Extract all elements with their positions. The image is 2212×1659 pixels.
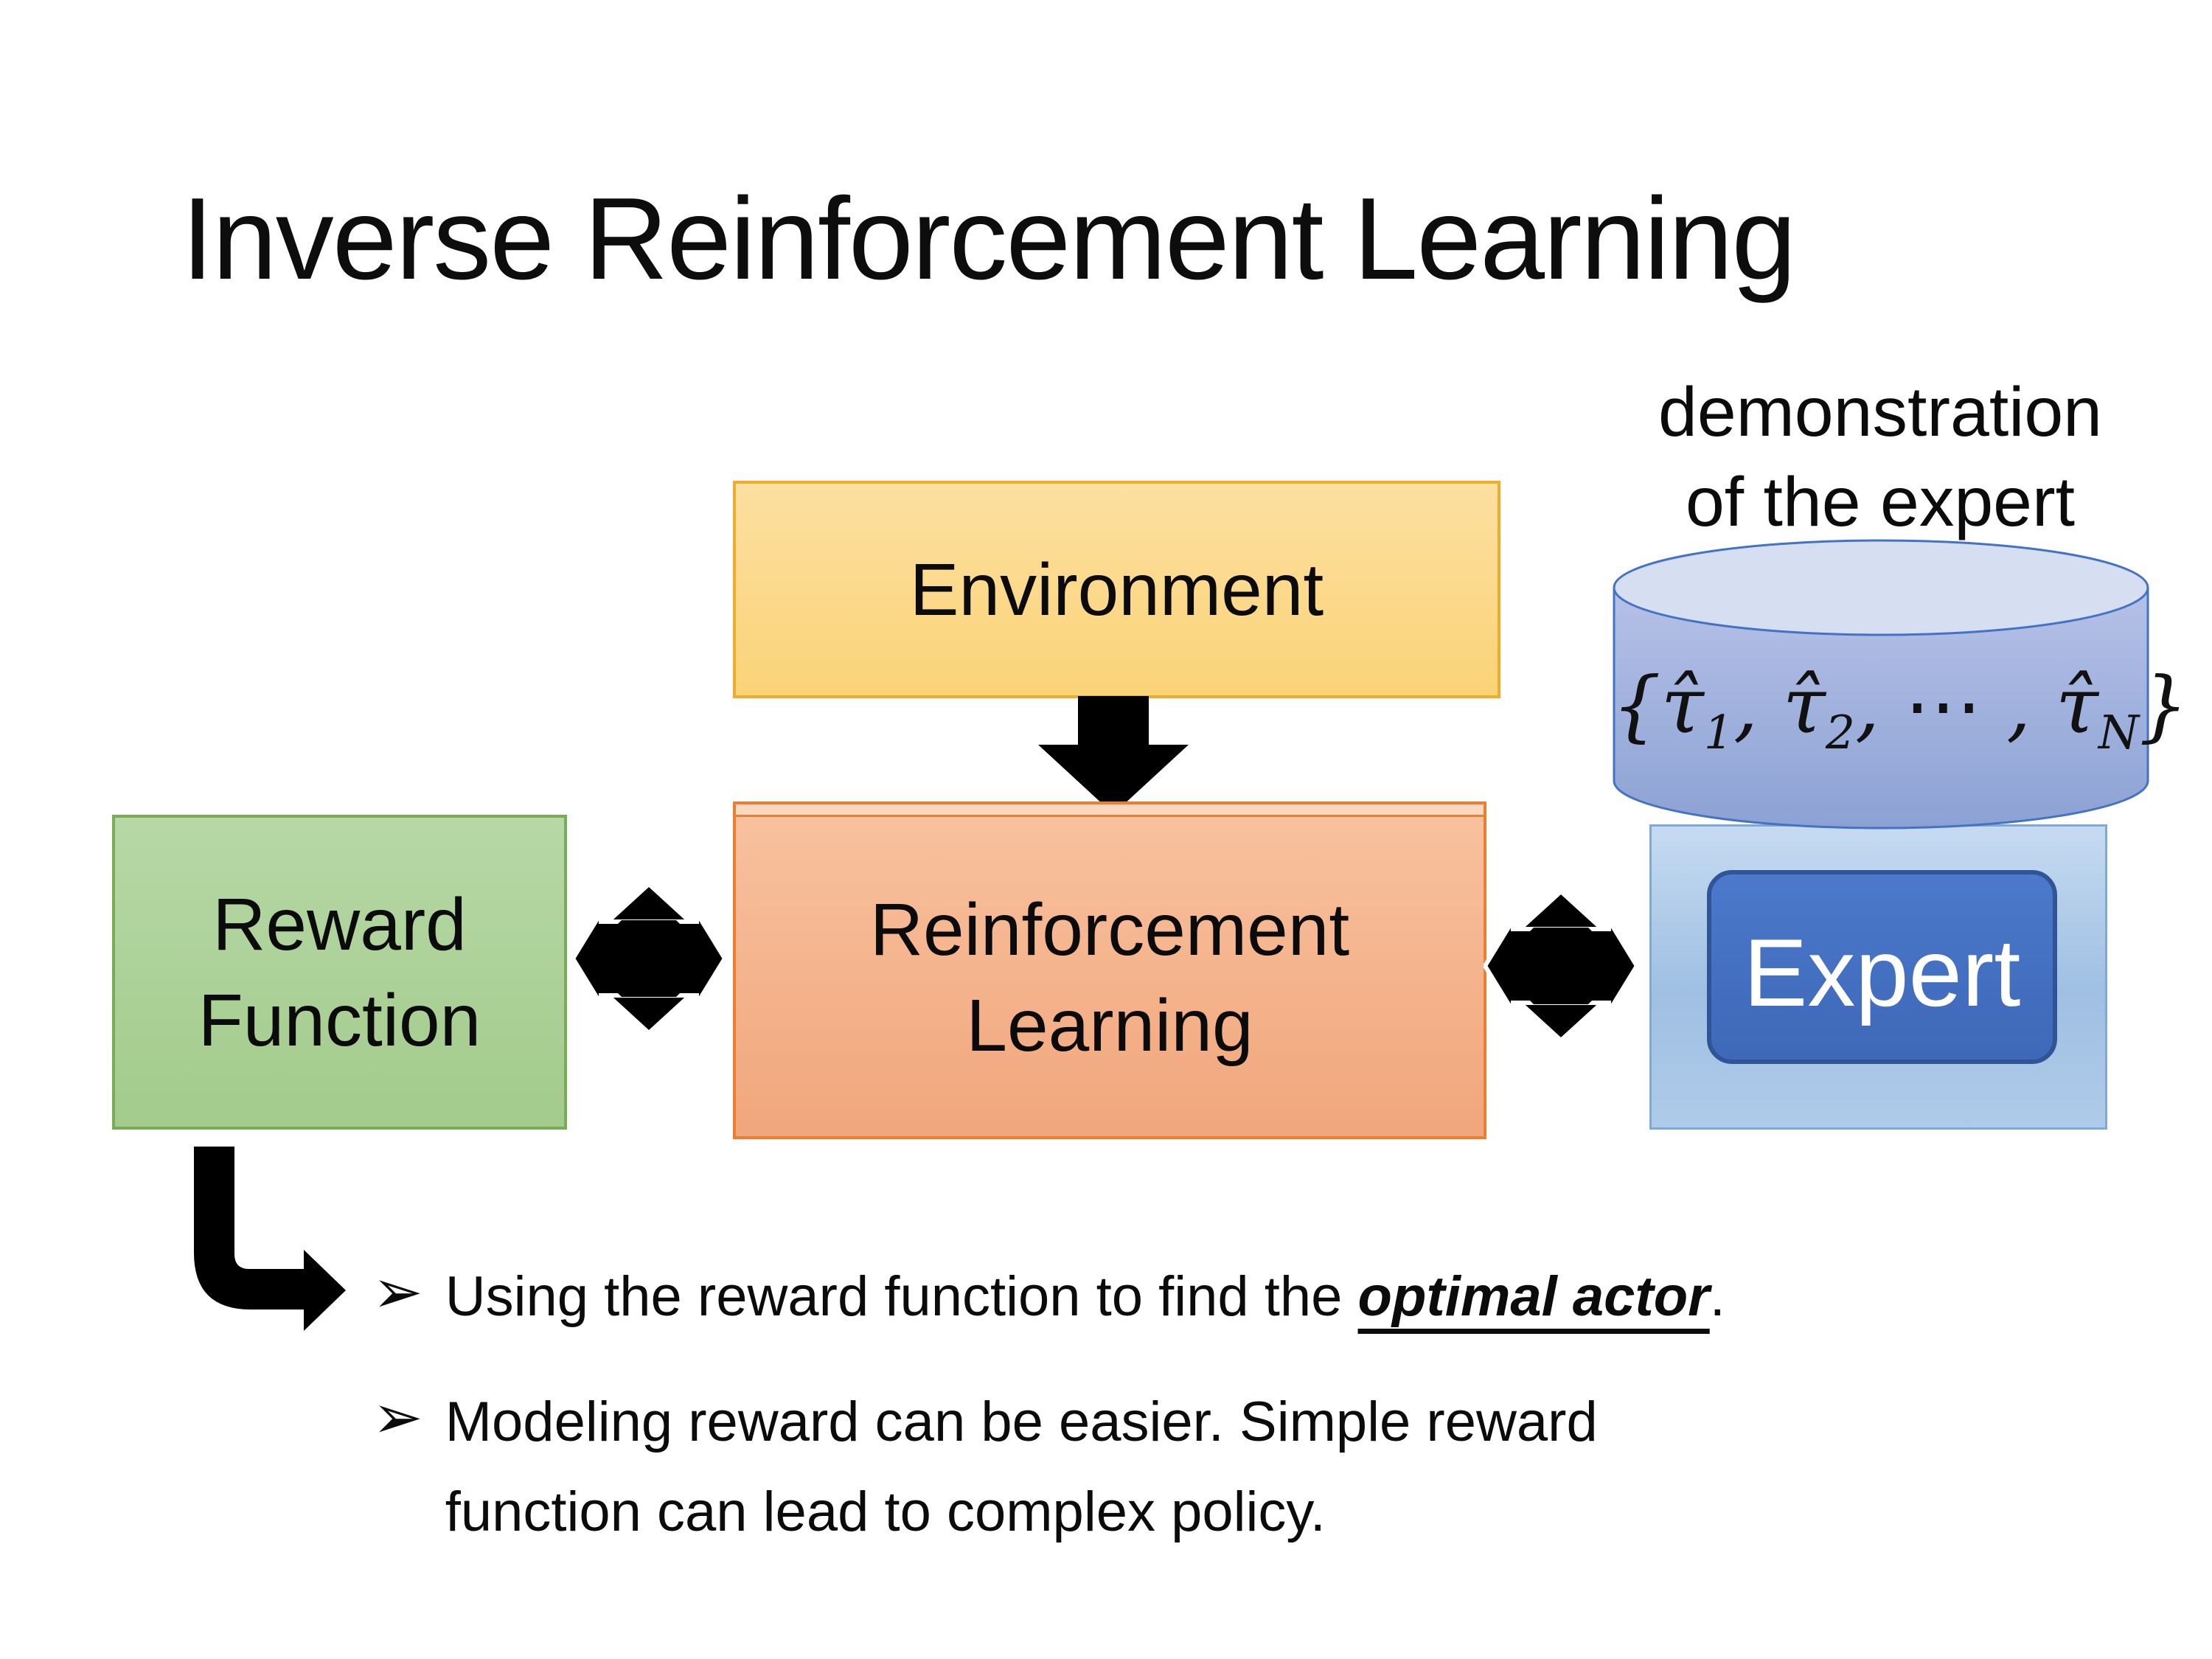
environment-label: Environment	[909, 548, 1324, 631]
cylinder-caption: demonstration of the expert	[1585, 367, 2175, 547]
expert-label: Expert	[1743, 918, 2021, 1026]
formula-subscript: 1	[1703, 706, 1733, 759]
reward-function-box: Reward Function	[112, 815, 567, 1130]
formula-part: {τ̂	[1612, 661, 1704, 751]
bullet-1-post: .	[1709, 1265, 1725, 1328]
caption-line-2: of the expert	[1685, 463, 2076, 541]
reinforcement-learning-box: Reinforcement Learning	[733, 801, 1486, 1139]
formula-part: , τ̂	[1733, 661, 1826, 751]
expert-box: Expert	[1707, 870, 2057, 1064]
bullet-2-text: Modeling reward can be easier. Simple re…	[445, 1377, 1598, 1557]
bullet-arrow-icon: ➢	[372, 1384, 423, 1451]
bullet-item-2: ➢ Modeling reward can be easier. Simple …	[372, 1377, 2068, 1557]
down-arrow	[1038, 696, 1189, 814]
slide-title: Inverse Reinforcement Learning	[181, 174, 1796, 304]
bent-arrow	[194, 1147, 346, 1331]
rl-label-line-2: Learning	[966, 984, 1253, 1067]
formula-part: , ⋯ , τ̂	[1854, 661, 2098, 751]
trajectory-set-formula: {τ̂1, τ̂2, ⋯ , τ̂N}	[1612, 661, 2188, 759]
bullet-2-line-2: function can lead to complex policy.	[445, 1481, 1326, 1543]
bullet-1-text: Using the reward function to find the op…	[445, 1252, 1725, 1342]
formula-part: }	[2139, 661, 2188, 751]
demonstrations-cylinder	[1613, 539, 2149, 830]
bullet-1-pre: Using the reward function to find the	[445, 1265, 1358, 1328]
bidirectional-arrow-left	[571, 881, 726, 1036]
bullet-2-line-1: Modeling reward can be easier. Simple re…	[445, 1391, 1598, 1453]
bullet-item-1: ➢ Using the reward function to find the …	[372, 1252, 2142, 1342]
bidirectional-arrow-right	[1484, 888, 1638, 1043]
formula-subscript: 2	[1825, 706, 1855, 759]
bullet-arrow-icon: ➢	[372, 1259, 423, 1326]
bullet-1-emphasis: optimal actor	[1357, 1265, 1710, 1328]
environment-box: Environment	[733, 481, 1500, 698]
rl-label-line-1: Reinforcement	[869, 888, 1350, 971]
reward-label-line-2: Function	[198, 978, 481, 1062]
reward-label-line-1: Reward	[212, 883, 467, 966]
caption-line-1: demonstration	[1658, 373, 2102, 451]
formula-subscript: N	[2098, 706, 2140, 759]
